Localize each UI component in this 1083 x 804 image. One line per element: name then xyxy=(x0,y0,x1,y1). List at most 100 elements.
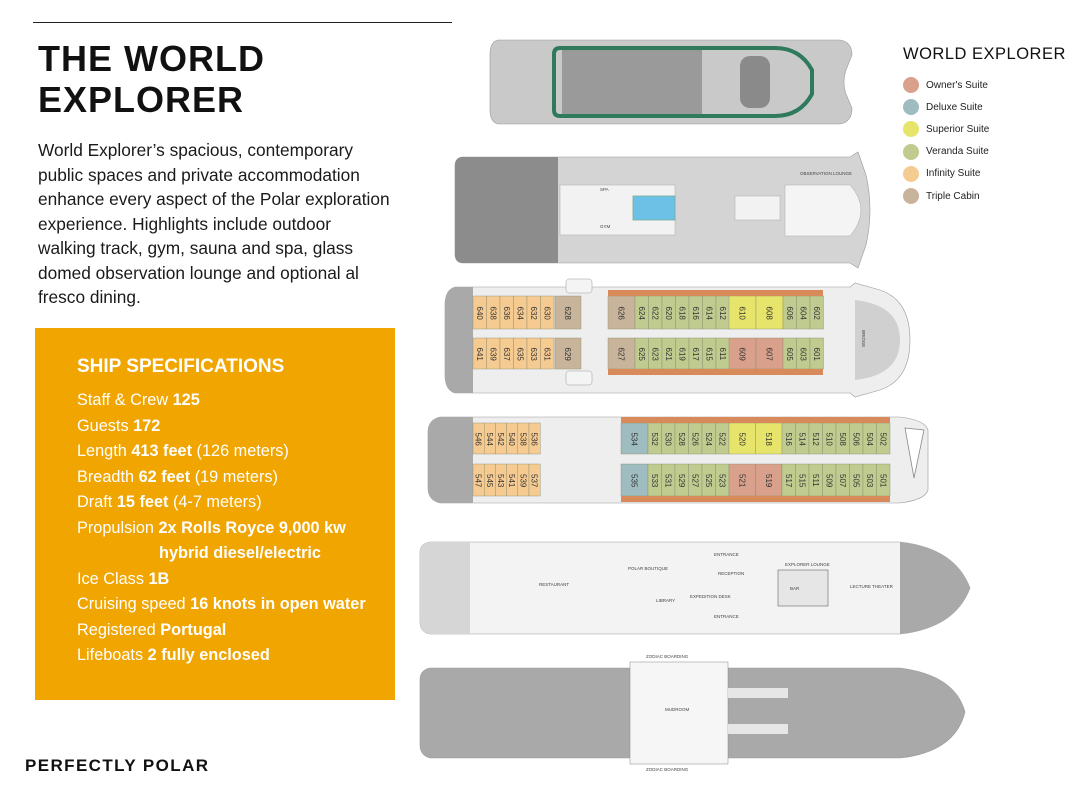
cabin-number: 627 xyxy=(617,348,626,362)
cabin-number: 536 xyxy=(530,433,539,447)
cabin-610[interactable] xyxy=(728,295,757,330)
cabin-537[interactable] xyxy=(528,463,541,497)
spec-value: 2 fully enclosed xyxy=(147,646,270,664)
cabin-number: 632 xyxy=(529,307,538,321)
reception-label: RECEPTION xyxy=(718,571,744,576)
cabin-number: 603 xyxy=(798,348,807,362)
cabin-number: 523 xyxy=(717,474,726,488)
explorer-lounge-label: EXPLORER LOUNGE xyxy=(785,562,830,567)
cabin-number: 534 xyxy=(630,433,639,447)
cabin-number: 641 xyxy=(475,348,484,362)
legend-item-triple: Triple Cabin xyxy=(903,185,1066,207)
cabin-630[interactable] xyxy=(540,295,555,330)
cabin-number: 528 xyxy=(677,433,686,447)
pool xyxy=(632,195,676,221)
legend-swatch xyxy=(903,165,919,182)
cabin-number: 516 xyxy=(784,433,793,447)
spec-item: Guests 172 xyxy=(77,414,366,440)
cabin-number: 624 xyxy=(637,307,646,321)
cabin-627[interactable] xyxy=(607,337,636,370)
spec-label: Registered xyxy=(77,620,156,639)
spec-extra: (19 meters) xyxy=(194,467,278,486)
spa-label: SPA xyxy=(600,187,609,192)
page-title: THE WORLD EXPLORER xyxy=(38,38,265,120)
cabin-535[interactable] xyxy=(620,463,649,497)
cabin-number: 634 xyxy=(515,307,524,321)
cabin-631[interactable] xyxy=(540,337,555,370)
cabin-518[interactable] xyxy=(755,422,783,455)
balcony-strip xyxy=(608,369,823,375)
legend-label: Veranda Suite xyxy=(926,146,989,158)
cabin-number: 638 xyxy=(488,307,497,321)
spec-label: Staff & Crew xyxy=(77,391,169,409)
cabin-number: 611 xyxy=(718,348,727,361)
cabin-number: 509 xyxy=(824,474,833,488)
cabin-number: 506 xyxy=(851,433,860,447)
cabin-number: 501 xyxy=(878,474,887,488)
cabin-629[interactable] xyxy=(554,337,582,370)
cabin-number: 542 xyxy=(496,433,505,447)
cabin-number: 612 xyxy=(718,307,727,321)
expedition-desk-label: EXPEDITION DESK xyxy=(690,594,731,599)
cabin-number: 544 xyxy=(485,433,494,447)
cabin-number: 608 xyxy=(765,307,774,321)
zodiac-boarding-label: ZODIAC BOARDING xyxy=(646,654,689,659)
cabin-number: 526 xyxy=(690,433,699,447)
cabin-number: 619 xyxy=(677,348,686,362)
cabin-number: 547 xyxy=(474,474,483,488)
cabin-521[interactable] xyxy=(728,463,756,497)
cabin-number: 507 xyxy=(838,474,847,488)
specs-heading: SHIP SPECIFICATIONS xyxy=(77,356,285,377)
cabin-number: 629 xyxy=(563,348,572,362)
legend-label: Owner's Suite xyxy=(926,79,988,91)
cabin-number: 545 xyxy=(485,474,494,488)
spec-label: Guests xyxy=(77,416,129,435)
cabin-534[interactable] xyxy=(620,422,649,455)
spec-item: Length 413 feet (126 meters) xyxy=(77,439,366,465)
legend-label: Deluxe Suite xyxy=(926,101,983,113)
cabin-608[interactable] xyxy=(755,295,784,330)
spec-item: hybrid diesel/electric xyxy=(77,541,366,567)
legend-swatch xyxy=(903,121,919,138)
cabin-number: 631 xyxy=(542,348,551,362)
cabin-number: 616 xyxy=(691,307,700,321)
cabin-number: 519 xyxy=(764,474,773,488)
cabin-number: 617 xyxy=(691,348,700,362)
cabin-number: 514 xyxy=(797,433,806,447)
legend-item-veranda: Veranda Suite xyxy=(903,141,1066,163)
spec-item: Cruising speed 16 knots in open water xyxy=(77,592,366,618)
spec-item: Ice Class 1B xyxy=(77,567,366,593)
cabin-number: 531 xyxy=(663,474,672,488)
cabin-number: 538 xyxy=(518,433,527,447)
legend-item-infinity: Infinity Suite xyxy=(903,163,1066,185)
cabin-number: 618 xyxy=(677,307,686,321)
cabin-number: 607 xyxy=(765,348,774,362)
specs-list: Staff & Crew 125 Guests 172 Length 413 f… xyxy=(77,388,366,669)
library-label: LIBRARY xyxy=(656,598,675,603)
cabin-number: 546 xyxy=(474,433,483,447)
cabin-628[interactable] xyxy=(554,295,582,330)
cabin-number: 636 xyxy=(502,307,511,321)
cabin-number: 626 xyxy=(617,307,626,321)
cabin-519[interactable] xyxy=(755,463,783,497)
spec-label: Ice Class xyxy=(77,569,144,588)
cabin-number: 522 xyxy=(717,433,726,447)
legend-swatch xyxy=(903,77,919,94)
cabin-number: 530 xyxy=(663,433,672,447)
deck-3-plan: ZODIAC BOARDING ZODIAC BOARDING MUDROOM xyxy=(419,654,966,772)
cabin-number: 535 xyxy=(630,474,639,488)
cabin-number: 614 xyxy=(704,307,713,321)
cabin-609[interactable] xyxy=(728,337,757,370)
observation-lounge-label: OBSERVATION LOUNGE xyxy=(800,171,852,176)
spec-label: Propulsion xyxy=(77,518,154,537)
legend-swatch xyxy=(903,188,919,205)
spec-item: Staff & Crew 125 xyxy=(77,388,366,414)
cabin-number: 537 xyxy=(530,474,539,488)
cabin-number: 520 xyxy=(737,433,746,447)
cabin-number: 633 xyxy=(529,348,538,362)
cabin-number: 605 xyxy=(785,348,794,362)
cabin-536[interactable] xyxy=(528,422,541,455)
